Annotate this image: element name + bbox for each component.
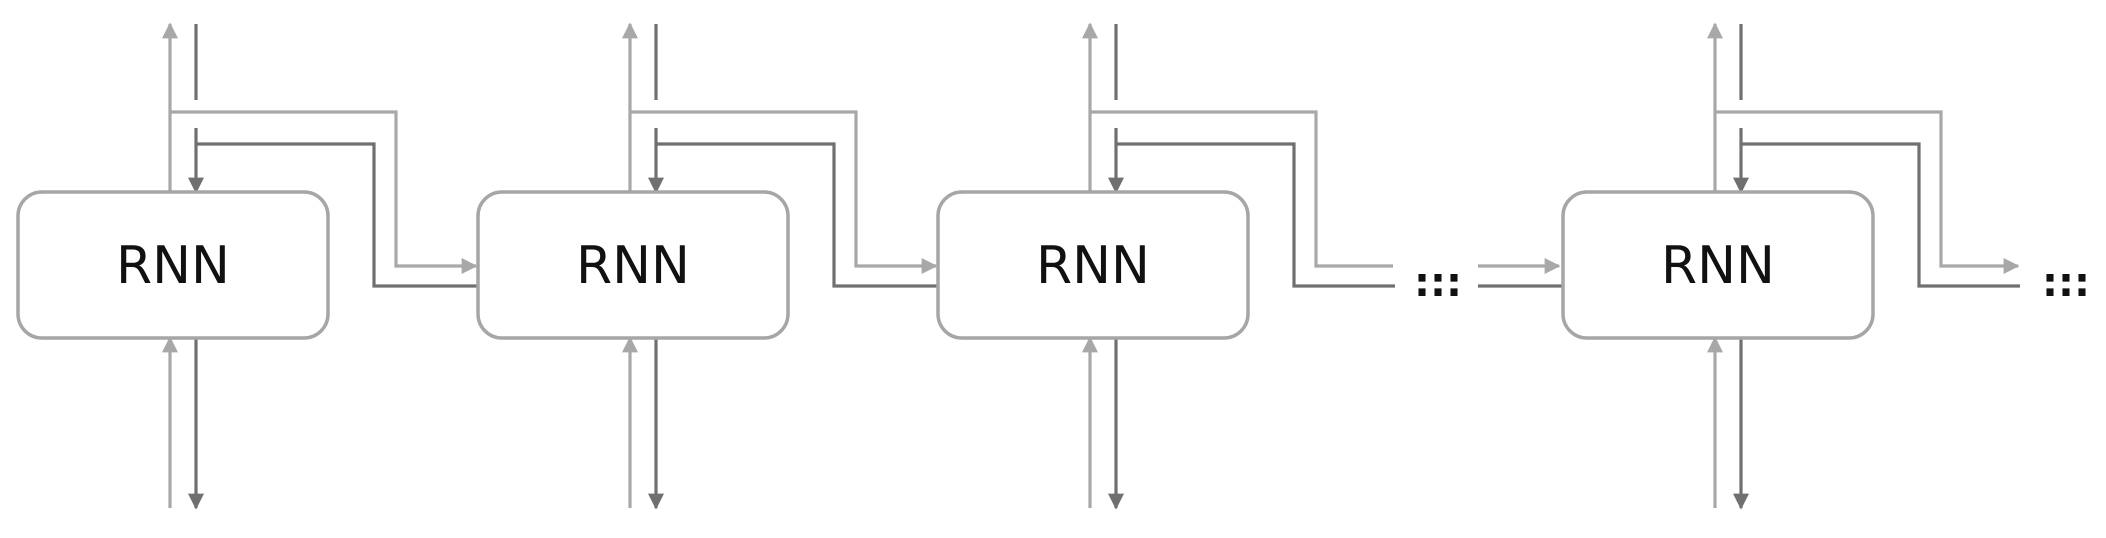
rnn-cell-4: RNN	[1561, 190, 1875, 340]
ellipsis-middle: :::	[1414, 260, 1462, 306]
ellipsis-end: :::	[2042, 260, 2090, 306]
rnn-box	[1561, 190, 1875, 340]
recurrent-dark-line-1	[196, 142, 478, 288]
rnn-cell-2: RNN	[476, 190, 790, 340]
connector-lines	[162, 22, 2020, 510]
recurrent-dark-line-3	[1116, 142, 1395, 288]
recurrent-dark-line-4	[1741, 142, 2020, 288]
recurrent-dark-line-2	[656, 142, 938, 288]
rnn-label: RNN	[576, 236, 690, 296]
rnn-box	[936, 190, 1250, 340]
recurrent-light-arrow-1	[170, 110, 478, 274]
rnn-label: RNN	[1036, 236, 1150, 296]
rnn-cells: RNN RNN RNN RNN	[16, 190, 1875, 340]
recurrent-light-arrow-4	[1715, 110, 2020, 274]
recurrent-light-arrow-3	[1090, 110, 1393, 268]
rnn-cell-3: RNN	[936, 190, 1250, 340]
rnn-label: RNN	[116, 236, 230, 296]
recurrent-light-arrow-2	[630, 110, 938, 274]
rnn-box	[476, 190, 790, 340]
rnn-label: RNN	[1661, 236, 1775, 296]
rnn-cell-1: RNN	[16, 190, 330, 340]
rnn-box	[16, 190, 330, 340]
